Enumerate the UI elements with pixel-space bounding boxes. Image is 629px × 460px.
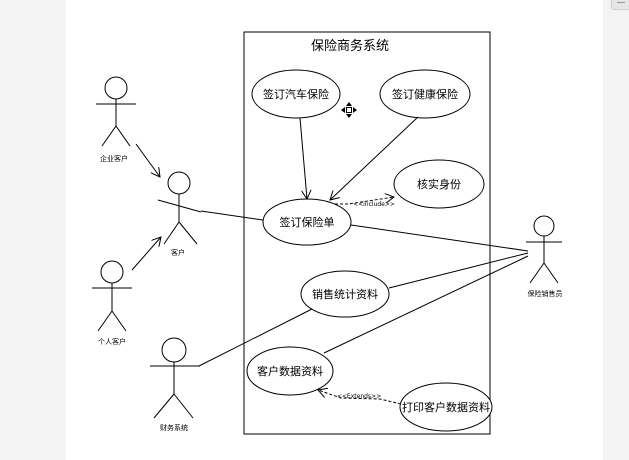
- include-label: <<include>>: [353, 201, 395, 208]
- association-agent-sales: [388, 252, 529, 289]
- use-case-label: 签订保险单: [280, 215, 335, 229]
- use-case-sales-statistics[interactable]: 销售统计资料: [300, 270, 390, 318]
- association-agent-sign: [350, 224, 529, 252]
- generalization-individual-to-customer: [131, 237, 161, 271]
- actor-label-enterprise: 企业客户: [100, 154, 128, 163]
- corner-toggle-button[interactable]: [611, 0, 629, 10]
- arrow-health-to-sign: [330, 116, 419, 200]
- association-customer-sign: [200, 210, 264, 221]
- use-case-auto-insurance[interactable]: 签订汽车保险: [251, 69, 341, 119]
- association-agent-customer-data: [323, 255, 529, 354]
- use-case-customer-data[interactable]: 客户数据资料: [246, 346, 334, 396]
- use-case-label: 核实身份: [417, 177, 461, 191]
- system-title: 保险商务系统: [311, 38, 389, 54]
- extends-print-to-customer-data: [318, 390, 402, 405]
- use-case-label: 签订汽车保险: [263, 87, 329, 101]
- arrow-auto-to-sign: [299, 117, 307, 199]
- use-case-label: 签订健康保险: [392, 87, 458, 101]
- actor-insurance-agent[interactable]: [526, 215, 562, 284]
- actor-label-customer: 客户: [171, 248, 185, 257]
- system-boundary: [243, 31, 491, 435]
- actor-finance-system[interactable]: [150, 337, 200, 419]
- move-cursor-icon: [341, 102, 357, 118]
- use-case-sign-policy[interactable]: 签订保险单: [262, 198, 352, 246]
- use-case-label: 销售统计资料: [312, 287, 378, 301]
- extends-label: <<Extends>>: [337, 393, 381, 400]
- association-finance-sales: [198, 308, 313, 367]
- collapse-icon: [617, 0, 625, 3]
- actor-label-agent: 保险销售员: [528, 289, 563, 298]
- actor-label-individual: 个人客户: [98, 337, 126, 346]
- actor-individual-customer[interactable]: [92, 260, 132, 332]
- use-case-verify-identity[interactable]: 核实身份: [393, 159, 485, 209]
- actor-label-finance: 财务系统: [160, 423, 188, 432]
- use-case-label: 打印客户数据资料: [402, 400, 490, 414]
- use-case-label: 客户数据资料: [257, 364, 323, 378]
- actor-enterprise-customer[interactable]: [96, 76, 136, 147]
- actor-customer[interactable]: [157, 171, 202, 245]
- use-case-print-customer-data[interactable]: 打印客户数据资料: [399, 382, 493, 432]
- include-sign-to-verify: [335, 197, 394, 205]
- use-case-health-insurance[interactable]: 签订健康保险: [379, 69, 471, 119]
- generalization-enterprise-to-customer: [135, 143, 160, 177]
